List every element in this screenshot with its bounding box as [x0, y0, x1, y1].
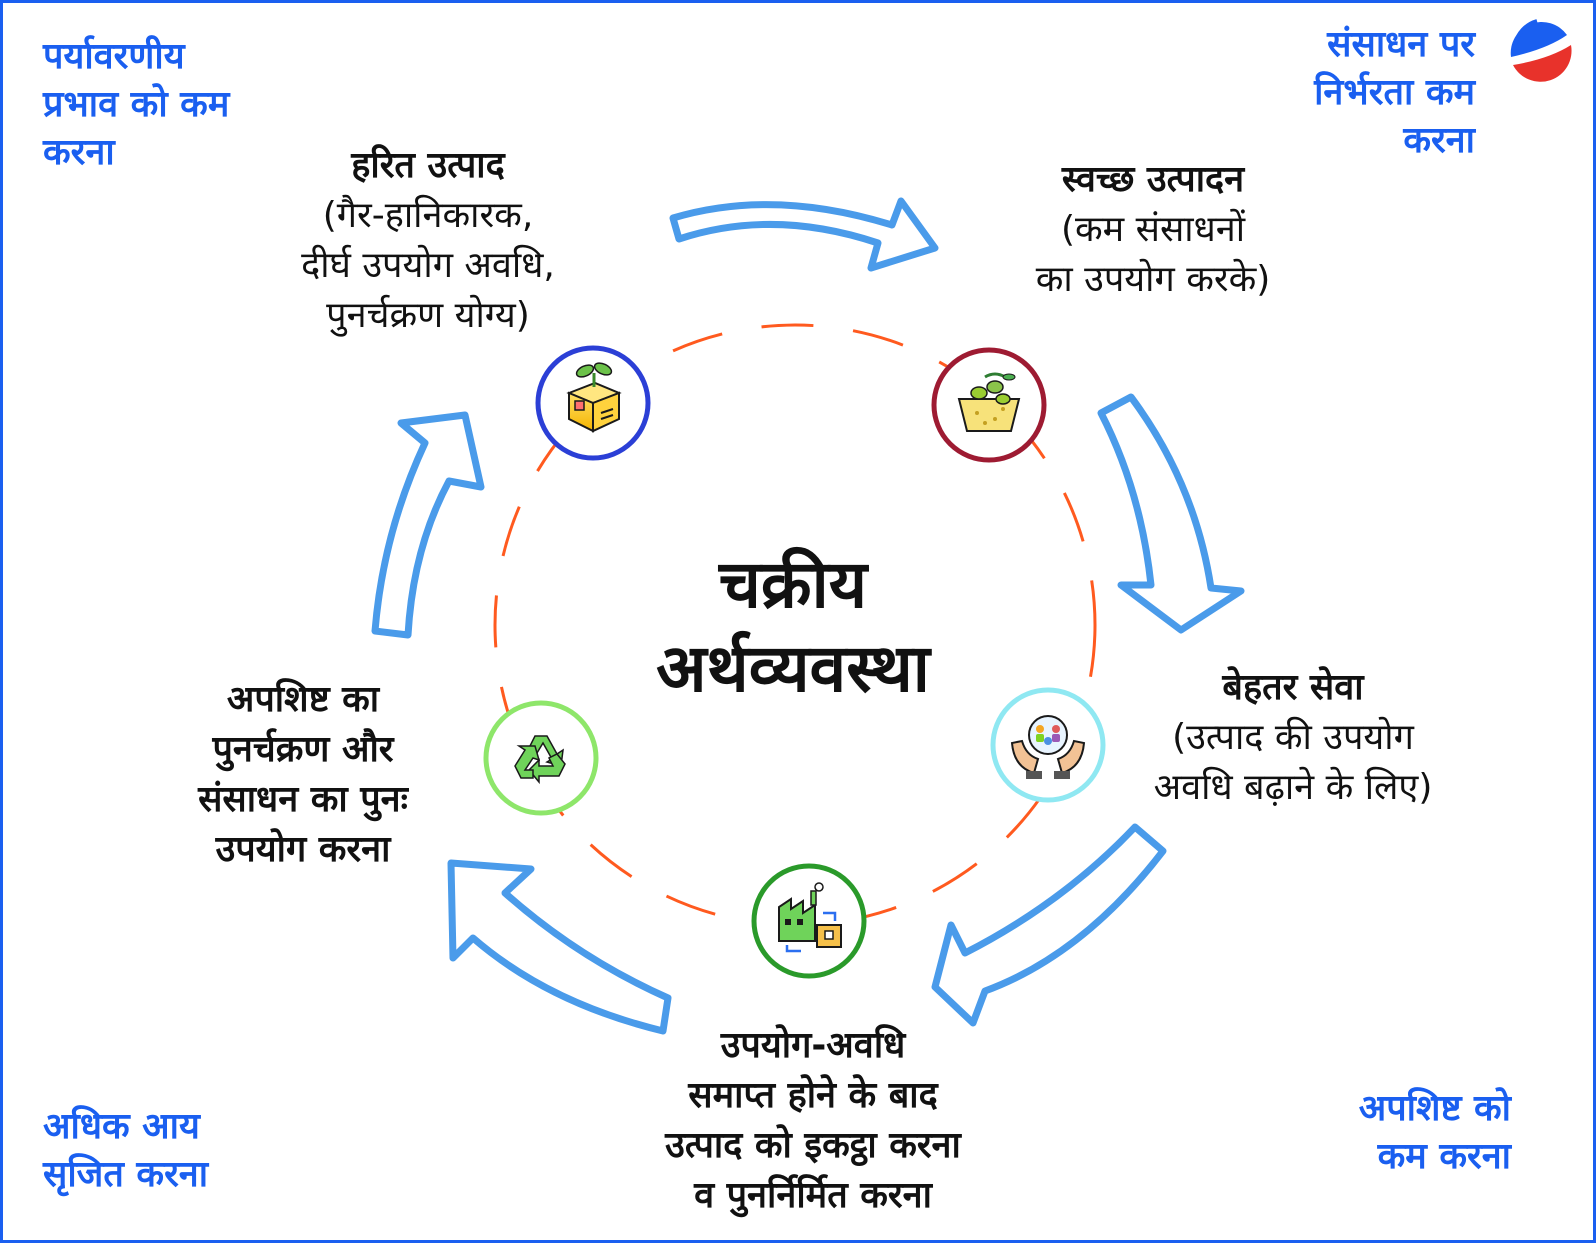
corner-bottom-right-line: अपशिष्ट को	[1358, 1088, 1511, 1129]
sprouting-box-icon	[566, 362, 622, 433]
stage-title-line: समाप्त होने के बाद	[688, 1075, 938, 1116]
stage-title: स्वच्छ उत्पादन	[1061, 159, 1245, 200]
stage-icon-recycle	[483, 700, 599, 816]
recycle-icon	[514, 735, 566, 785]
center-title-line: अर्थव्यवस्था	[656, 630, 930, 707]
stage-title: हरित उत्पाद	[351, 145, 505, 186]
corner-top-left-line: पर्यावरणीय	[43, 36, 185, 77]
stage-icon-clean-production	[931, 347, 1047, 463]
stage-label-clean-production: स्वच्छ उत्पादन (कम संसाधनों का उपयोग करक…	[963, 155, 1343, 305]
stage-desc-line: पुनर्चक्रण योग्य)	[326, 295, 530, 336]
stage-label-recycle-reuse: अपशिष्ट का पुनर्चक्रण और संसाधन का पुनः …	[133, 675, 473, 875]
center-title-line: चक्रीय	[719, 546, 867, 623]
stage-title-line: अपशिष्ट का	[226, 679, 380, 720]
arrow-collect-to-recycle	[447, 859, 672, 1035]
corner-top-right: संसाधन पर निर्भरता कम करना	[1314, 21, 1475, 165]
stage-label-collect-remanufacture: उपयोग-अवधि समाप्त होने के बाद उत्पाद को …	[583, 1021, 1043, 1221]
brand-logo	[1507, 17, 1575, 85]
corner-top-right-line: निर्भरता कम	[1314, 72, 1475, 113]
corner-top-right-line: संसाधन पर	[1327, 24, 1475, 65]
arrow-green-to-clean	[669, 197, 939, 272]
corner-top-left-line: करना	[43, 132, 115, 173]
hands-community-icon	[1010, 715, 1086, 779]
corner-bottom-left-line: सृजित करना	[43, 1154, 209, 1195]
arrow-recycle-to-green	[371, 411, 485, 639]
stage-title: बेहतर सेवा	[1222, 667, 1364, 708]
center-title: चक्रीय अर्थव्यवस्था	[563, 543, 1023, 711]
stage-label-better-service: बेहतर सेवा (उत्पाद की उपयोग अवधि बढ़ाने …	[1093, 663, 1493, 813]
stage-title-line: उपयोग-अवधि	[720, 1025, 906, 1066]
stage-label-green-product: हरित उत्पाद (गैर-हानिकारक, दीर्घ उपयोग अ…	[228, 141, 628, 341]
stage-title-line: व पुनर्निर्मित करना	[694, 1175, 932, 1216]
circular-economy-diagram	[371, 17, 1575, 1035]
stage-desc-line: का उपयोग करके)	[1035, 259, 1271, 300]
corner-bottom-right-line: कम करना	[1377, 1136, 1511, 1177]
stage-title-line: उपयोग करना	[215, 829, 391, 870]
stage-desc-line: दीर्घ उपयोग अवधि,	[301, 245, 555, 286]
arrow-service-to-collect	[931, 823, 1167, 1027]
corner-top-right-line: करना	[1403, 120, 1475, 161]
stage-title-line: उत्पाद को इकट्ठा करना	[665, 1125, 961, 1166]
corner-bottom-left-line: अधिक आय	[43, 1106, 200, 1147]
stage-title-line: पुनर्चक्रण और	[212, 729, 394, 770]
stage-icon-collect-remanufacture	[751, 863, 867, 979]
stage-icon-green-product	[535, 345, 651, 461]
stage-desc-line: (कम संसाधनों	[1060, 209, 1246, 250]
corner-bottom-right: अपशिष्ट को कम करना	[1359, 1085, 1511, 1181]
stage-icon-better-service	[990, 687, 1106, 803]
stage-desc-line: (उत्पाद की उपयोग	[1172, 717, 1414, 758]
corner-top-left-line: प्रभाव को कम	[43, 84, 230, 125]
arrow-clean-to-service	[1097, 393, 1245, 634]
factory-box-icon	[778, 882, 842, 953]
corner-top-left: पर्यावरणीय प्रभाव को कम करना	[43, 33, 229, 177]
corner-bottom-left: अधिक आय सृजित करना	[43, 1103, 208, 1199]
stage-desc-line: (गैर-हानिकारक,	[322, 195, 534, 236]
stage-desc-line: अवधि बढ़ाने के लिए)	[1153, 767, 1433, 808]
olive-basin-icon	[957, 372, 1021, 432]
stage-title-line: संसाधन का पुनः	[198, 779, 408, 820]
